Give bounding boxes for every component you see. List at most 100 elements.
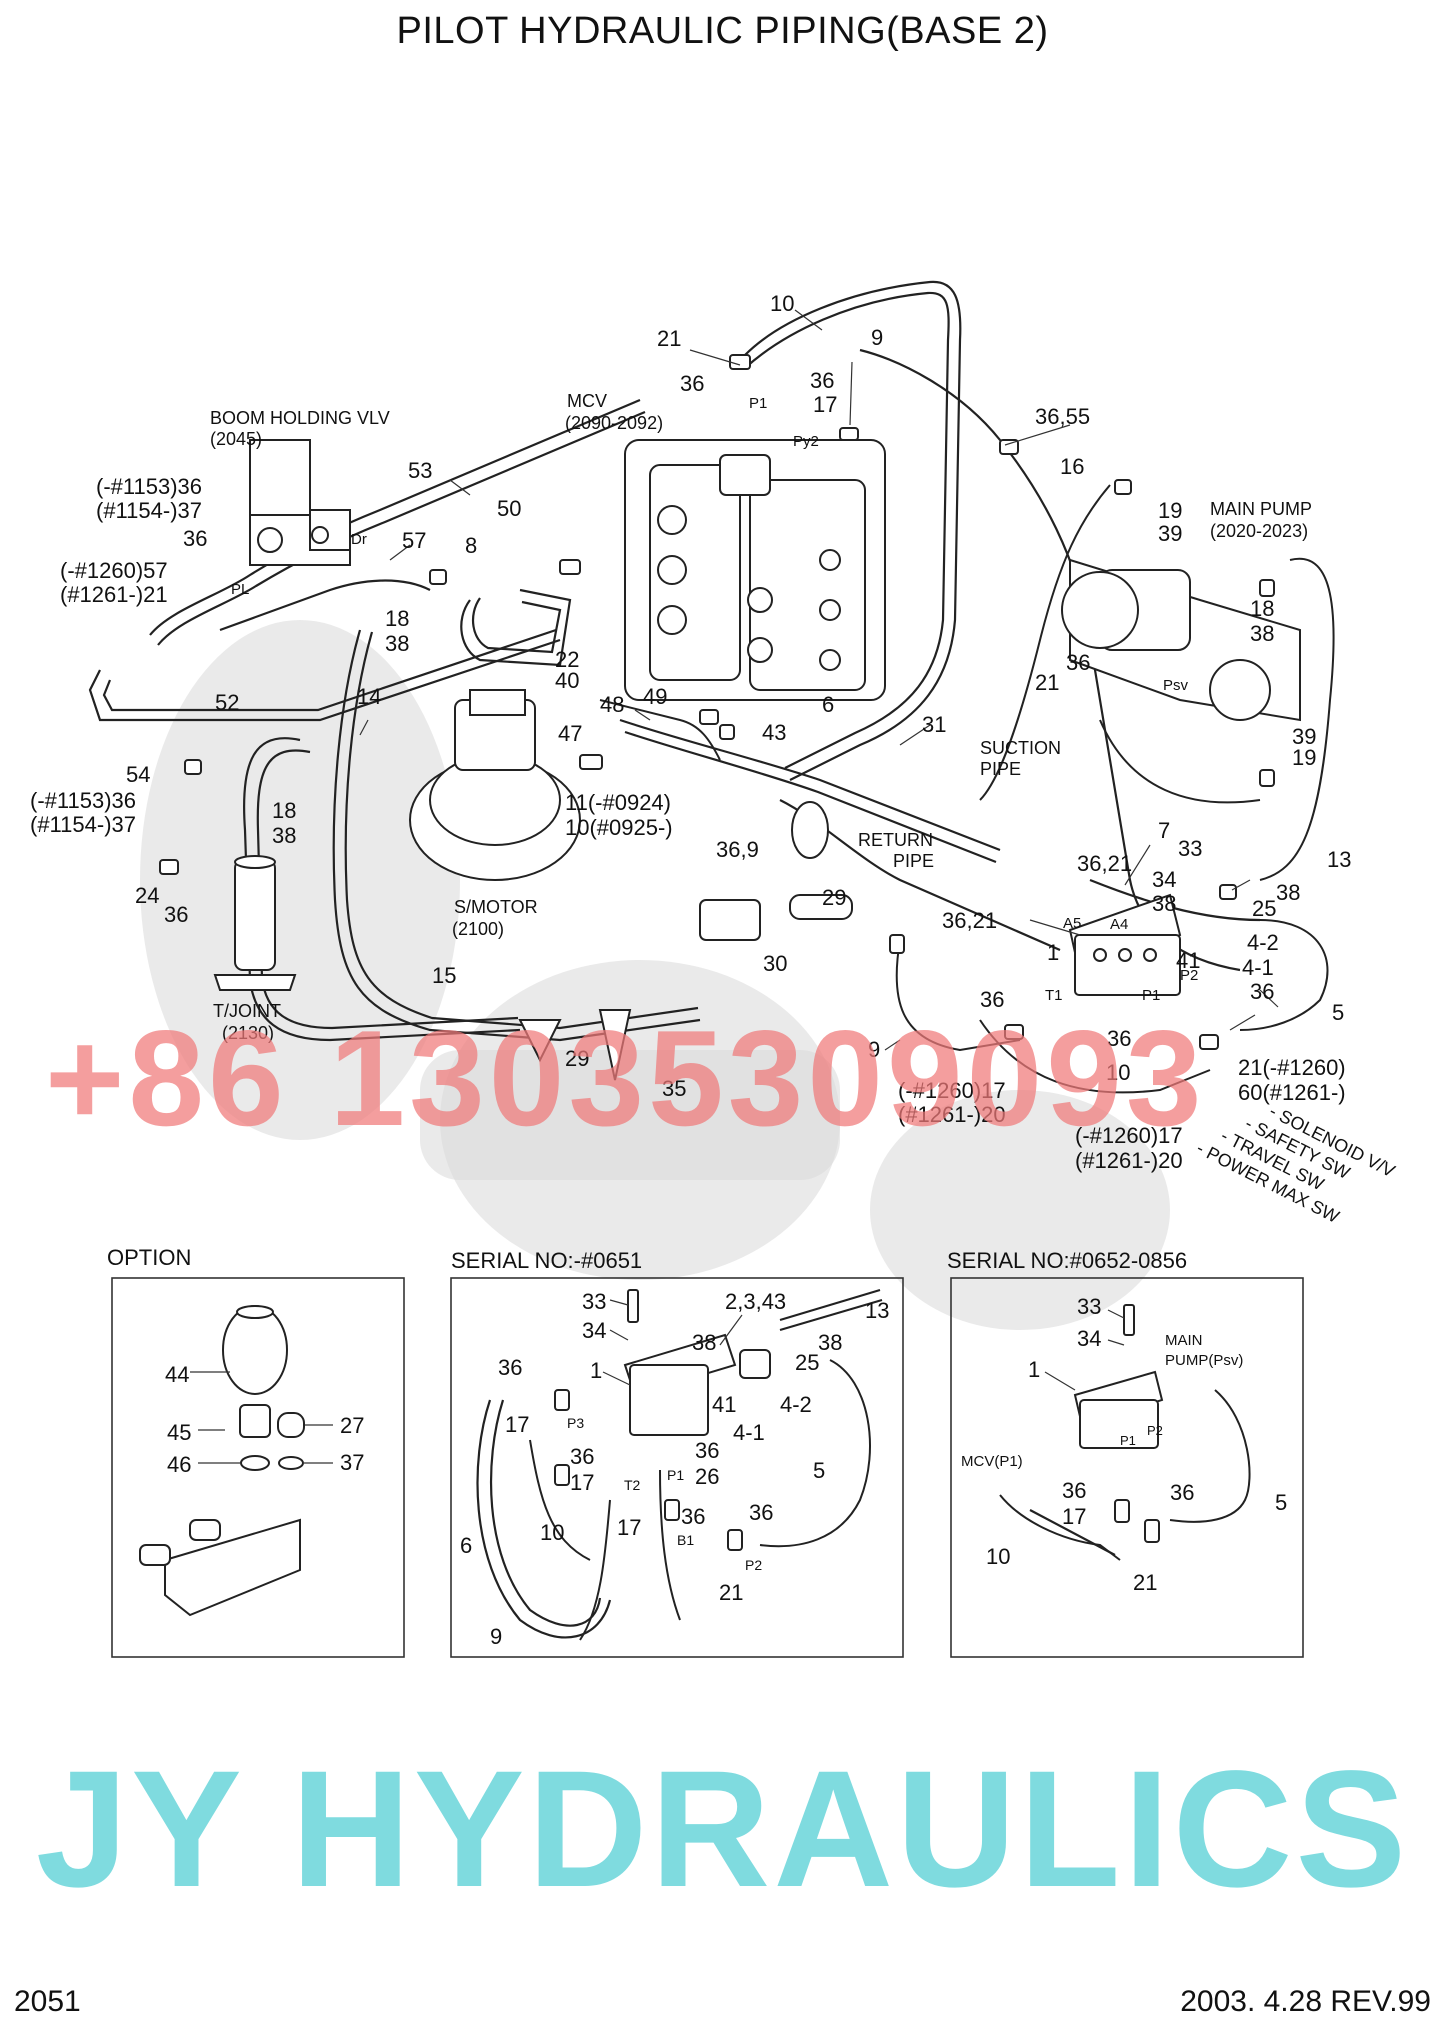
serial-a-port-p2: P2 — [745, 1557, 762, 1573]
label-19-top: 19 — [1158, 498, 1182, 523]
option-label-44: 44 — [165, 1362, 189, 1387]
label-1: 1 — [1047, 940, 1059, 965]
label-50: 50 — [497, 496, 521, 521]
serial-a-label-26: 26 — [695, 1464, 719, 1489]
label-36-17: 36 — [810, 368, 834, 393]
main-pump-body — [1061, 558, 1301, 722]
port-p1-mcv: P1 — [749, 395, 767, 412]
label-bh-37a: (#1154-)37 — [96, 498, 202, 523]
label-36e: 36 — [1250, 979, 1274, 1004]
label-52: 52 — [215, 690, 239, 715]
label-21b: 21(-#1260) — [1238, 1055, 1346, 1080]
label-13: 13 — [1327, 847, 1351, 872]
label-38-pump: 38 — [1250, 621, 1274, 646]
label-48: 48 — [600, 692, 624, 717]
label-41: 41 — [1176, 948, 1200, 973]
label-29a: 29 — [822, 885, 846, 910]
port-labels: P1 Py2 Dr PL Psv A5 A4 T1 P1 P2 — [231, 395, 1198, 1004]
label-54: 54 — [126, 762, 150, 787]
label-25: 25 — [1252, 896, 1276, 921]
serial-b-label-5: 5 — [1275, 1490, 1287, 1515]
serial-b-label-21: 21 — [1133, 1570, 1157, 1595]
serial-0651-panel: SERIAL NO:-#0651 33 34 2,3,43 — [450, 1248, 904, 1658]
label-57: 57 — [402, 528, 426, 553]
port-pl: PL — [231, 581, 249, 598]
turning-joint-label: T/JOINT — [213, 1001, 281, 1021]
label-10b: 10 — [1106, 1060, 1130, 1085]
label-20b: (#1261-)20 — [1075, 1148, 1183, 1173]
label-39b: 39 — [1292, 724, 1316, 749]
label-31: 31 — [922, 712, 946, 737]
boom-holding-label: BOOM HOLDING VLV — [210, 408, 390, 428]
label-22: 22 — [555, 647, 579, 672]
serial-a-label-36e: 36 — [749, 1500, 773, 1525]
serial-a-label-17c: 17 — [617, 1515, 641, 1540]
serial-a-label-2-3-43: 2,3,43 — [725, 1289, 786, 1314]
serial-a-label-33: 33 — [582, 1289, 606, 1314]
label-36-21a: 36,21 — [1077, 851, 1132, 876]
label-49: 49 — [643, 684, 667, 709]
label-21-top: 21 — [657, 326, 681, 351]
mcv-body — [624, 439, 886, 701]
label-17-mcv: 17 — [813, 392, 837, 417]
label-36-21b: 36,21 — [942, 908, 997, 933]
main-labels: 10 9 21 36 36 17 36,55 16 19 39 53 57 (-… — [30, 291, 1351, 1173]
fittings — [159, 354, 1275, 1050]
label-38c: 38 — [1152, 891, 1176, 916]
option-panel: OPTION 44 45 46 27 37 — [107, 1245, 405, 1658]
component-labels: BOOM HOLDING VLV (2045) MCV (2090-2092) … — [210, 391, 1312, 1043]
main-pump-code: (2020-2023) — [1210, 521, 1308, 541]
label-36-pump: 36 — [1066, 650, 1090, 675]
label-21-pump: 21 — [1035, 670, 1059, 695]
serial-a-label-34: 34 — [582, 1318, 606, 1343]
option-label-27: 27 — [340, 1413, 364, 1438]
return-label: RETURN — [858, 830, 933, 850]
label-38a: 38 — [385, 631, 409, 656]
serial-a-label-1: 1 — [590, 1358, 602, 1383]
label-bh-36b: 36 — [183, 526, 207, 551]
label-33: 33 — [1178, 836, 1202, 861]
option-header: OPTION — [107, 1245, 191, 1270]
label-30: 30 — [763, 951, 787, 976]
serial-b-label-17: 17 — [1062, 1504, 1086, 1529]
serial-a-label-41: 41 — [712, 1392, 736, 1417]
serial-a-label-9: 9 — [490, 1624, 502, 1649]
label-24: 24 — [135, 883, 159, 908]
label-36c: (-#1153)36 — [30, 788, 136, 813]
label-38b: 38 — [272, 823, 296, 848]
label-14: 14 — [357, 684, 381, 709]
serial-a-label-21: 21 — [719, 1580, 743, 1605]
option-label-37: 37 — [340, 1450, 364, 1475]
port-py2: Py2 — [793, 433, 819, 450]
serial-a-label-4-2: 4-2 — [780, 1392, 812, 1417]
serial-a-label-10: 10 — [540, 1520, 564, 1545]
port-psv: Psv — [1163, 677, 1189, 694]
label-bh-57: (-#1260)57 — [60, 558, 168, 583]
serial-a-label-13: 13 — [865, 1298, 889, 1323]
serial-b-label-36a: 36 — [1062, 1478, 1086, 1503]
serial-a-port-t2: T2 — [624, 1477, 641, 1493]
serial-b-port-p2: P2 — [1147, 1423, 1163, 1438]
serial-a-label-6: 6 — [460, 1533, 472, 1558]
label-60: 60(#1261-) — [1238, 1080, 1346, 1105]
turning-joint-code: (2130) — [222, 1023, 274, 1043]
label-36-mcv: 36 — [680, 371, 704, 396]
boom-holding-valve-body — [249, 439, 351, 566]
revision-date: 2003. 4.28 REV.99 — [1180, 1985, 1431, 2018]
serial-a-label-17b: 17 — [570, 1470, 594, 1495]
label-bh-36a: (-#1153)36 — [96, 474, 202, 499]
label-20a: (#1261-)20 — [898, 1102, 1006, 1127]
label-47: 47 — [558, 721, 582, 746]
serial-a-port-b1: B1 — [677, 1532, 694, 1548]
boom-holding-code: (2045) — [210, 429, 262, 449]
turning-joint-body — [213, 855, 297, 991]
label-18a: 18 — [385, 606, 409, 631]
label-10-925: 10(#0925-) — [565, 815, 673, 840]
label-11: 11(-#0924) — [565, 790, 671, 815]
label-6: 6 — [822, 692, 834, 717]
mcv-label: MCV — [567, 391, 607, 411]
page-title: PILOT HYDRAULIC PIPING(BASE 2) — [396, 10, 1049, 52]
serial-a-label-36d: 36 — [681, 1504, 705, 1529]
serial-b-label-33: 33 — [1077, 1294, 1101, 1319]
label-36-55: 36,55 — [1035, 404, 1090, 429]
